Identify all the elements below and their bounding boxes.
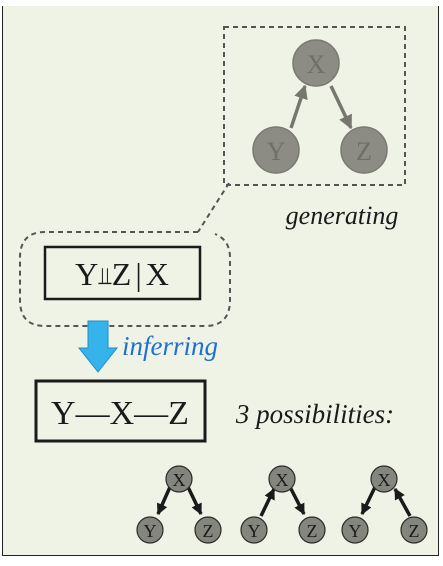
- diagram-panel: [2, 6, 439, 556]
- possibilities-label: 3 possibilities:: [235, 399, 394, 429]
- node-y-label: Y: [267, 137, 286, 166]
- generating-graph-frame: [19, 26, 406, 327]
- svg-text:X: X: [378, 470, 391, 490]
- node-z: Z: [340, 126, 388, 174]
- skeleton-graph: Y—X—Z: [34, 379, 207, 443]
- svg-text:Y⫫Z|X: Y⫫Z|X: [75, 256, 169, 292]
- svg-text:X: X: [276, 470, 289, 490]
- generating-caption: generating: [286, 201, 399, 230]
- svg-text:Y: Y: [349, 521, 362, 541]
- skeleton-text: Y—X—Z: [51, 395, 189, 432]
- inferring-arrow: [77, 320, 119, 373]
- edge-y-to-x: [289, 84, 308, 129]
- indep-left: Y: [75, 256, 98, 292]
- indep-symbol: ⫫: [98, 264, 112, 290]
- possibility-graph-1: X Y Z: [136, 465, 222, 544]
- independence-statement: Y⫫Z|X: [43, 245, 202, 301]
- svg-text:Z: Z: [203, 521, 214, 541]
- node-y: Y: [252, 126, 300, 174]
- svg-text:Z: Z: [307, 521, 318, 541]
- node-x: X: [292, 39, 340, 87]
- possibility-graph-2: X Y Z: [240, 465, 326, 544]
- svg-text:Z: Z: [409, 521, 420, 541]
- node-z-label: Z: [356, 137, 372, 166]
- indep-right: X: [146, 256, 169, 292]
- edge-x-to-z: [329, 85, 353, 130]
- generating-graph: X Y Z: [252, 39, 388, 174]
- possibility-graph-3: X Y Z: [341, 465, 428, 544]
- svg-text:Y: Y: [144, 521, 157, 541]
- node-x-label: X: [307, 50, 326, 79]
- indep-mid: Z: [112, 256, 132, 292]
- indep-bar: |: [135, 256, 141, 292]
- inferring-label: inferring: [122, 331, 218, 361]
- svg-text:X: X: [173, 470, 186, 490]
- svg-text:Y: Y: [248, 521, 261, 541]
